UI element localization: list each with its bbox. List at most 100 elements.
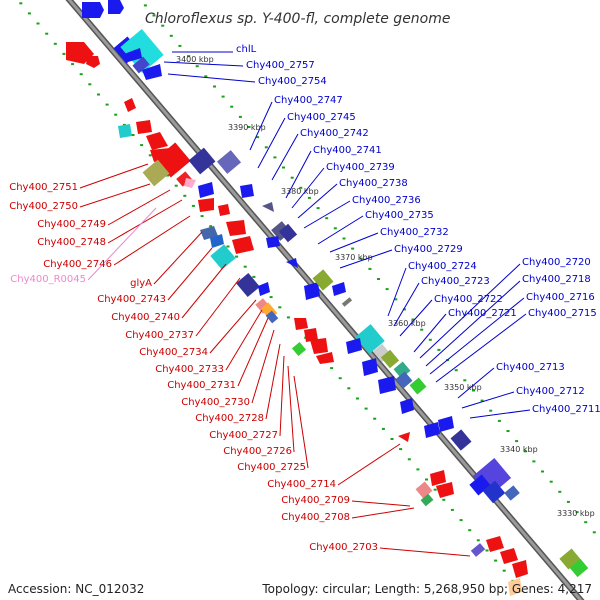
- tick-mark: [238, 115, 242, 118]
- tick-mark: [88, 83, 92, 86]
- leader-line: [351, 507, 415, 519]
- gene-feature: [294, 318, 308, 330]
- tick-mark: [122, 123, 126, 126]
- gene-feature: [86, 56, 100, 68]
- tick-mark: [169, 34, 173, 37]
- tick-mark: [575, 511, 579, 514]
- tick-mark: [497, 419, 501, 422]
- tick-mark: [437, 348, 441, 351]
- tick-mark: [450, 508, 454, 511]
- gene-label-right: Chy400_2720: [522, 257, 591, 268]
- leader-line: [79, 163, 149, 189]
- gene-feature: [278, 223, 298, 243]
- leader-line: [163, 61, 244, 67]
- tick-mark: [416, 468, 420, 471]
- gene-feature: [424, 422, 440, 438]
- tick-mark: [45, 32, 49, 35]
- tick-mark: [79, 73, 83, 76]
- leader-line: [195, 277, 241, 337]
- gene-feature: [486, 536, 504, 552]
- tick-mark: [364, 407, 368, 410]
- gene-feature: [436, 482, 454, 498]
- gene-feature: [108, 0, 124, 14]
- tick-mark: [148, 154, 152, 157]
- tick-mark: [191, 204, 195, 207]
- tick-mark: [330, 367, 334, 370]
- tick-mark: [62, 52, 66, 55]
- tick-mark: [256, 136, 260, 139]
- gene-features: [66, 0, 589, 596]
- gene-label-left: Chy400_2748: [37, 237, 106, 248]
- kbp-label: 3390 kbp: [228, 123, 266, 132]
- gene-label-right: Chy400_2723: [421, 276, 490, 287]
- gene-label-right: Chy400_2741: [313, 145, 382, 156]
- gene-feature: [512, 560, 528, 578]
- tick-mark: [27, 12, 31, 15]
- tick-mark: [368, 267, 372, 270]
- gene-label-right: Chy400_2757: [246, 60, 315, 71]
- gene-label-left: Chy400_2731: [167, 380, 236, 391]
- tick-mark: [485, 549, 489, 552]
- tick-mark: [183, 194, 187, 197]
- gene-feature: [176, 171, 192, 187]
- tick-mark: [286, 316, 290, 319]
- leader-line: [225, 309, 263, 371]
- tick-mark: [381, 427, 385, 430]
- gene-labels: chlLChy400_2757Chy400_2754Chy400_2747Chy…: [9, 44, 600, 553]
- gene-feature: [355, 324, 385, 354]
- gene-label-left: Chy400_2725: [237, 462, 306, 473]
- gene-feature: [316, 352, 334, 364]
- leader-line: [209, 299, 257, 354]
- gene-feature: [232, 236, 254, 254]
- gene-label-right: Chy400_2712: [516, 386, 585, 397]
- leader-line: [271, 133, 299, 181]
- tick-mark: [549, 480, 553, 483]
- gene-feature: [500, 548, 518, 564]
- tick-mark: [506, 430, 510, 432]
- leader-line: [461, 391, 515, 409]
- gene-label-left: Chy400_2743: [97, 294, 166, 305]
- leader-line: [265, 343, 281, 420]
- gene-label-left: Chy400_2709: [281, 495, 350, 506]
- gene-feature: [210, 234, 224, 248]
- tick-mark: [433, 488, 437, 491]
- leader-line: [153, 231, 203, 285]
- gene-feature: [118, 124, 132, 138]
- gene-label-right: Chy400_2754: [258, 76, 327, 87]
- gene-feature: [400, 398, 414, 414]
- gene-feature: [210, 244, 236, 270]
- gene-feature: [569, 558, 589, 578]
- gene-feature: [236, 272, 260, 298]
- gene-label-left: Chy400_2714: [267, 479, 336, 490]
- tick-mark: [523, 450, 527, 453]
- gene-label-right: Chy400_2742: [300, 128, 369, 139]
- gene-feature: [216, 150, 242, 174]
- leader-line: [79, 183, 151, 208]
- tick-mark: [541, 470, 544, 473]
- tick-mark: [278, 306, 282, 309]
- leader-line: [337, 443, 401, 486]
- tick-mark: [356, 397, 359, 400]
- gene-feature: [146, 132, 168, 150]
- leader-line: [329, 232, 379, 253]
- gene-feature: [378, 376, 396, 394]
- leader-line: [413, 313, 447, 353]
- gene-label-right: Chy400_2724: [408, 261, 477, 272]
- tick-mark: [230, 105, 234, 108]
- gene-feature: [346, 338, 362, 354]
- leader-line: [251, 329, 275, 404]
- gene-label-right: Chy400_2722: [434, 294, 503, 305]
- tick-mark: [204, 75, 208, 78]
- leader-line: [285, 150, 312, 199]
- kbp-label: 3400 kbp: [176, 55, 214, 64]
- tick-mark: [468, 529, 472, 532]
- leader-line: [181, 263, 227, 319]
- gene-label-left: Chy400_2726: [223, 446, 292, 457]
- gene-feature: [124, 98, 136, 112]
- tick-mark: [161, 24, 165, 27]
- tick-mark: [377, 278, 380, 280]
- gene-label-right: Chy400_2718: [522, 274, 591, 285]
- tick-mark: [53, 42, 57, 45]
- gene-feature: [142, 64, 162, 80]
